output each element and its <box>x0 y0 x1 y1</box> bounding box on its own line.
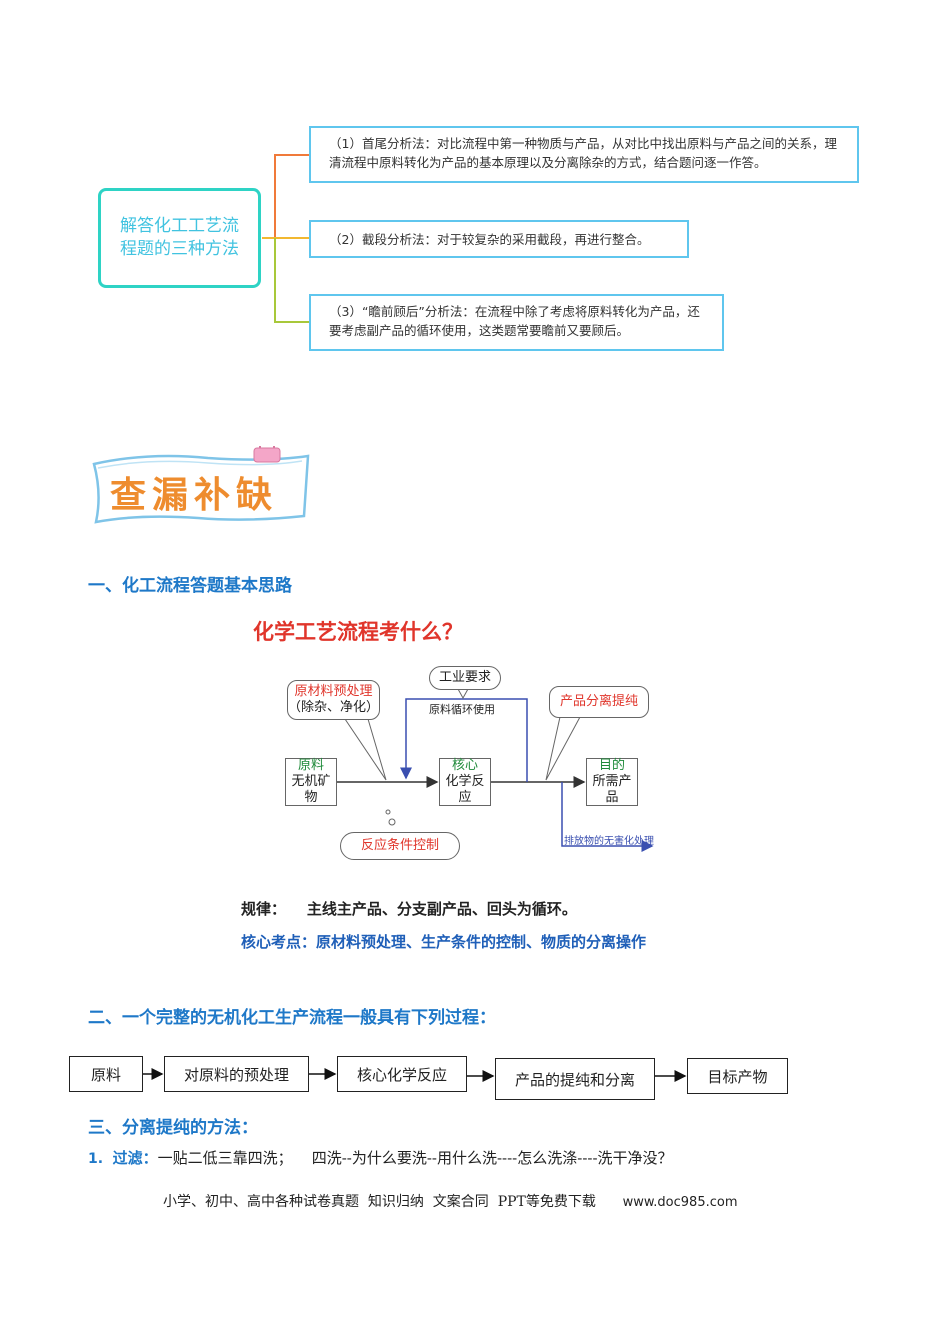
separation-text: 产品分离提纯 <box>559 694 638 709</box>
rule-label: 规律： <box>241 900 287 918</box>
filter-item: 1. 过滤：一贴二低三靠四洗； 四洗--为什么要洗--用什么洗----怎么洗涤-… <box>88 1147 673 1168</box>
mindmap-connectors <box>262 154 309 323</box>
process-step-label: 原料 <box>90 1065 121 1084</box>
node-raw-sub: 无机矿物 <box>291 774 331 805</box>
banner-card-graphic <box>92 446 310 524</box>
mindmap-branch-3: （3）“瞻前顾后”分析法：在流程中除了考虑将原料转化为产品，还要考虑副产品的循环… <box>309 294 724 351</box>
mindmap-branch-1: （1）首尾分析法：对比流程中第一种物质与产品，从对比中找出原料与产品之间的关系，… <box>309 126 859 183</box>
process-step-label: 核心化学反应 <box>356 1065 447 1084</box>
reaction-condition-text: 反应条件控制 <box>360 838 439 853</box>
mindmap-branch-text: （3）“瞻前顾后”分析法：在流程中除了考虑将原料转化为产品，还要考虑副产品的循环… <box>329 304 700 338</box>
node-core-sub: 化学反应 <box>445 774 485 805</box>
recycle-label: 原料循环使用 <box>429 703 495 716</box>
process-step-label: 对原料的预处理 <box>183 1065 289 1084</box>
footer-url[interactable]: www.doc985.com <box>622 1195 738 1210</box>
process-arrows <box>143 1068 687 1082</box>
process-step-1: 原料 <box>69 1056 143 1092</box>
process-step-4: 产品的提纯和分离 <box>495 1058 655 1100</box>
waste-label: 排放物的无害化处理 <box>564 836 654 847</box>
node-goal-product: 目的 所需产品 <box>586 758 638 806</box>
section-heading-3: 三、分离提纯的方法： <box>88 1118 258 1138</box>
page-footer: 小学、初中、高中各种试卷真题 知识归纳 文案合同 PPT等免费下载 www.do… <box>163 1191 738 1211</box>
node-goal-title: 目的 <box>598 758 625 773</box>
process-step-2: 对原料的预处理 <box>164 1056 309 1092</box>
filter-item-number: 1. <box>88 1151 104 1167</box>
node-core-reaction: 核心 化学反应 <box>439 758 491 806</box>
process-step-label: 产品的提纯和分离 <box>514 1070 635 1089</box>
core-points: 核心考点：原材料预处理、生产条件的控制、物质的分离操作 <box>241 933 647 951</box>
process-step-5: 目标产物 <box>687 1058 788 1094</box>
filter-item-text: 一贴二低三靠四洗； 四洗--为什么要洗--用什么洗----怎么洗涤----洗干净… <box>157 1149 673 1167</box>
rule-text: 主线主产品、分支副产品、回头为循环。 <box>306 900 577 918</box>
rule-line: 规律： 主线主产品、分支副产品、回头为循环。 <box>241 898 577 919</box>
flow-lines <box>337 688 654 852</box>
process-step-label: 目标产物 <box>707 1067 768 1086</box>
mindmap-root: 解答化工工艺流程题的三种方法 <box>98 188 261 288</box>
mindmap-branch-2: （2）截段分析法：对于较复杂的采用截段，再进行整合。 <box>309 220 689 258</box>
cloud-reaction-condition: 反应条件控制 <box>340 832 460 860</box>
section-heading-2: 二、一个完整的无机化工生产流程一般具有下列过程： <box>88 1008 496 1028</box>
process-step-3: 核心化学反应 <box>337 1056 467 1092</box>
node-raw-material: 原料 无机矿物 <box>285 758 337 806</box>
footer-text: 小学、初中、高中各种试卷真题 知识归纳 文案合同 PPT等免费下载 <box>163 1194 596 1210</box>
node-core-title: 核心 <box>451 758 478 773</box>
banner-title: 查漏补缺 <box>110 474 279 516</box>
figure-title: 化学工艺流程考什么？ <box>253 619 463 644</box>
mindmap-branch-text: （1）首尾分析法：对比流程中第一种物质与产品，从对比中找出原料与产品之间的关系，… <box>329 136 837 170</box>
mindmap-root-text: 解答化工工艺流程题的三种方法 <box>120 216 239 259</box>
pretreatment-title: 原材料预处理 <box>294 684 373 699</box>
filter-item-label: 过滤： <box>112 1149 158 1167</box>
bubble-industry-requirement: 工业要求 <box>429 666 501 690</box>
callout-separation: 产品分离提纯 <box>549 686 649 718</box>
pretreatment-note: （除杂、净化） <box>288 700 380 715</box>
node-goal-sub: 所需产品 <box>592 774 632 805</box>
industry-requirement-text: 工业要求 <box>438 670 491 685</box>
mindmap-branch-text: （2）截段分析法：对于较复杂的采用截段，再进行整合。 <box>329 232 650 247</box>
section-heading-1: 一、化工流程答题基本思路 <box>88 576 292 596</box>
callout-pretreatment: 原材料预处理 （除杂、净化） <box>287 680 380 720</box>
node-raw-title: 原料 <box>297 758 324 773</box>
